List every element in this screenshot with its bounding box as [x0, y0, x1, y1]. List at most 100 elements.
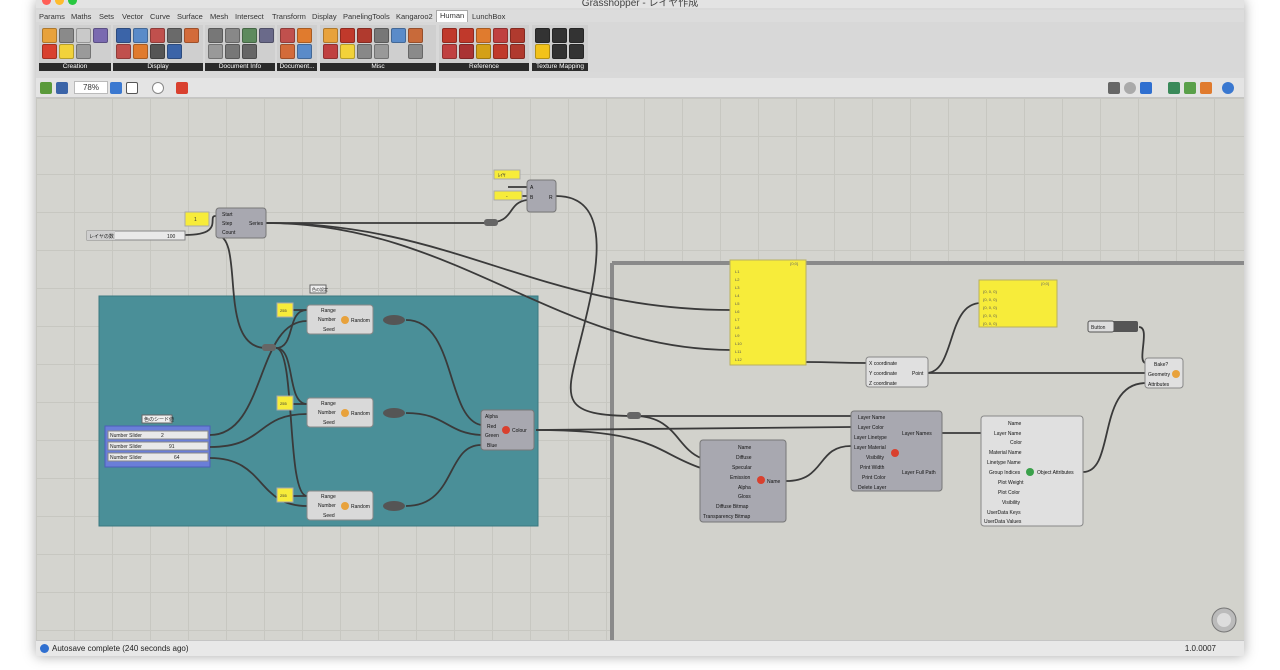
tab-lunchbox[interactable]: LunchBox — [472, 12, 506, 21]
tab-sets[interactable]: Sets — [99, 12, 115, 21]
tab-params[interactable]: Params — [39, 12, 65, 21]
component-create-material[interactable] — [699, 439, 787, 523]
panel-range[interactable] — [276, 487, 294, 503]
misc-icon[interactable] — [340, 44, 355, 59]
misc-icon[interactable] — [374, 44, 389, 59]
misc-icon[interactable] — [357, 44, 372, 59]
document-info-icon[interactable] — [208, 44, 223, 59]
creation-icon[interactable] — [59, 28, 74, 43]
texture-mapping-icon[interactable] — [552, 44, 567, 59]
tab-panelingtools[interactable]: PanelingTools — [343, 12, 390, 21]
tab-intersect[interactable]: Intersect — [235, 12, 264, 21]
display-icon[interactable] — [167, 28, 182, 43]
sketch-pen-icon[interactable] — [176, 82, 188, 94]
tab-human[interactable]: Human — [436, 10, 469, 22]
number-param[interactable] — [383, 408, 405, 418]
document-icon[interactable] — [280, 44, 295, 59]
panel-prefix[interactable] — [493, 169, 521, 180]
wire-relay[interactable] — [627, 412, 641, 419]
misc-icon[interactable] — [408, 28, 423, 43]
panel-step[interactable] — [184, 211, 210, 227]
panel-range[interactable] — [276, 395, 294, 411]
misc-icon[interactable] — [391, 28, 406, 43]
zoom-window-button[interactable] — [68, 0, 77, 5]
document-icon[interactable] — [297, 28, 312, 43]
panel-separator[interactable] — [493, 190, 523, 201]
display-icon[interactable] — [167, 44, 182, 59]
component-construct-point[interactable] — [865, 356, 929, 388]
misc-icon[interactable] — [408, 44, 423, 59]
misc-icon[interactable] — [323, 28, 338, 43]
grasshopper-canvas[interactable]: 色の設定 色のシード値 — [36, 98, 1244, 640]
random-body[interactable] — [306, 304, 374, 335]
selected-only-icon[interactable] — [1168, 82, 1180, 94]
display-icon[interactable] — [116, 44, 131, 59]
document-info-icon[interactable] — [259, 28, 274, 43]
texture-mapping-icon[interactable] — [569, 44, 584, 59]
tab-vector[interactable]: Vector — [122, 12, 144, 21]
tab-surface[interactable]: Surface — [177, 12, 203, 21]
display-icon[interactable] — [133, 28, 148, 43]
creation-icon[interactable] — [76, 44, 91, 59]
random-body[interactable] — [306, 397, 374, 428]
texture-mapping-icon[interactable] — [535, 28, 550, 43]
reference-icon[interactable] — [476, 28, 491, 43]
number-slider[interactable] — [107, 430, 209, 440]
tab-kangaroo2[interactable]: Kangaroo2 — [396, 12, 433, 21]
display-icon[interactable] — [150, 44, 165, 59]
component-concatenate[interactable] — [526, 179, 557, 213]
preview-settings-icon[interactable] — [1184, 82, 1196, 94]
display-icon[interactable] — [116, 28, 131, 43]
preview-eye-icon[interactable] — [152, 82, 164, 94]
tab-curve[interactable]: Curve — [150, 12, 171, 21]
wire-relay[interactable] — [262, 344, 276, 351]
reference-icon[interactable] — [459, 28, 474, 43]
reference-icon[interactable] — [493, 44, 508, 59]
tab-display[interactable]: Display — [312, 12, 337, 21]
document-info-icon[interactable] — [208, 28, 223, 43]
number-slider[interactable] — [107, 452, 209, 462]
display-icon[interactable] — [150, 28, 165, 43]
reference-icon[interactable] — [442, 44, 457, 59]
panel-layer-names[interactable] — [729, 259, 807, 366]
close-window-button[interactable] — [42, 0, 51, 5]
solver-icon[interactable] — [1222, 82, 1234, 94]
display-icon[interactable] — [133, 44, 148, 59]
component-series[interactable] — [215, 207, 267, 239]
document-preview-icon[interactable] — [1200, 82, 1212, 94]
misc-icon[interactable] — [374, 28, 389, 43]
zoom-extents-icon[interactable] — [126, 82, 138, 94]
document-icon[interactable] — [280, 28, 295, 43]
zoom-dropdown-icon[interactable] — [110, 82, 122, 94]
misc-icon[interactable] — [357, 28, 372, 43]
texture-mapping-icon[interactable] — [535, 44, 550, 59]
panel-points[interactable] — [978, 279, 1058, 328]
component-random[interactable]: Range Number Seed Random — [306, 397, 374, 428]
reference-icon[interactable] — [459, 44, 474, 59]
reference-icon[interactable] — [442, 28, 457, 43]
zoom-level-field[interactable]: 78% — [74, 81, 108, 94]
creation-icon[interactable] — [93, 28, 108, 43]
shaded-preview-icon[interactable] — [1140, 82, 1152, 94]
preview-mode-icon[interactable] — [1108, 82, 1120, 94]
texture-mapping-icon[interactable] — [552, 28, 567, 43]
minimize-window-button[interactable] — [55, 0, 64, 5]
tab-maths[interactable]: Maths — [71, 12, 92, 21]
texture-mapping-icon[interactable] — [569, 28, 584, 43]
reference-icon[interactable] — [476, 44, 491, 59]
document-info-icon[interactable] — [225, 28, 240, 43]
panel-range[interactable] — [276, 302, 294, 318]
save-icon[interactable] — [56, 82, 68, 94]
disable-preview-icon[interactable] — [1124, 82, 1136, 94]
display-icon[interactable] — [184, 28, 199, 43]
creation-icon[interactable] — [42, 28, 57, 43]
creation-icon[interactable] — [59, 44, 74, 59]
creation-icon[interactable] — [42, 44, 57, 59]
open-file-icon[interactable] — [40, 82, 52, 94]
misc-icon[interactable] — [340, 28, 355, 43]
component-random[interactable]: Range Number Seed Random — [306, 304, 374, 335]
random-body[interactable] — [306, 490, 374, 521]
tab-transform[interactable]: Transform — [272, 12, 306, 21]
document-icon[interactable] — [297, 44, 312, 59]
tab-mesh[interactable]: Mesh — [210, 12, 229, 21]
